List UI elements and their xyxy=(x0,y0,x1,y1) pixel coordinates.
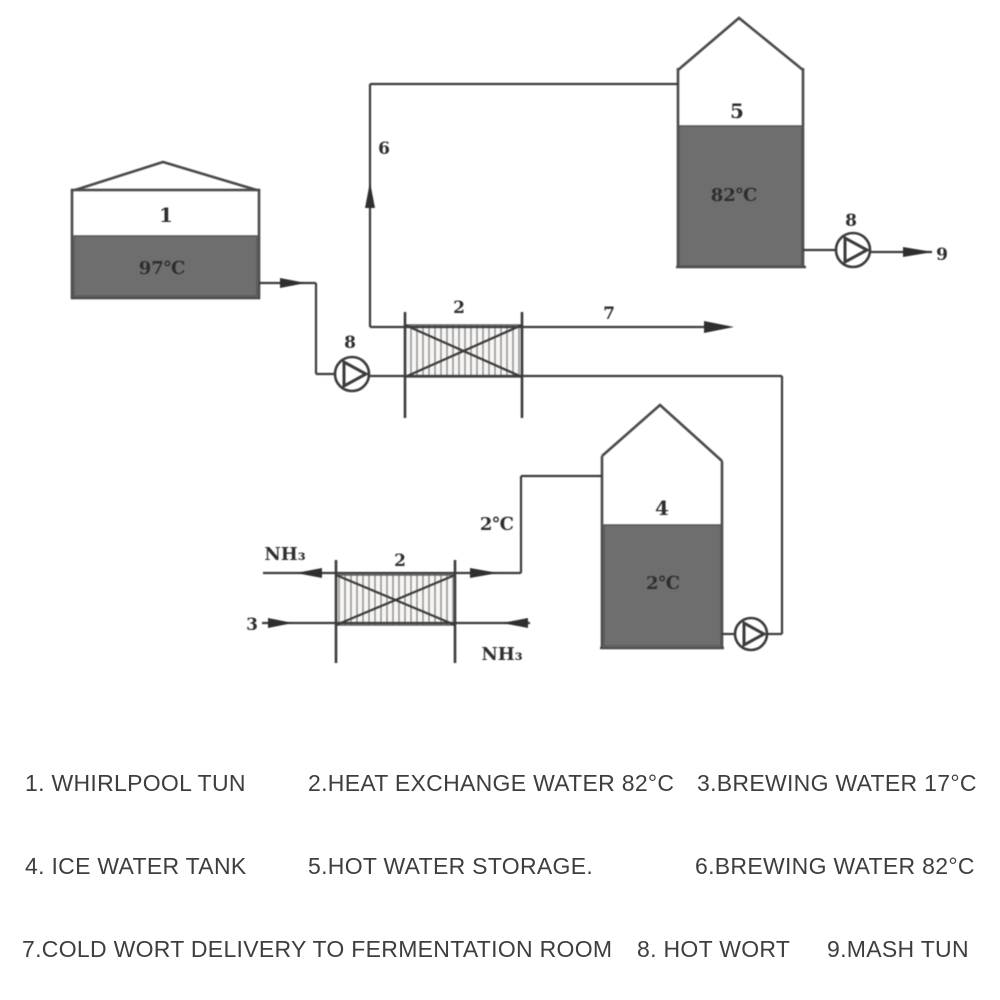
brewing-water-in-label: 3 xyxy=(246,615,258,635)
arrow-right-icon xyxy=(470,568,498,578)
tank5-temp: 82℃ xyxy=(711,185,758,206)
wort-pump: 8 xyxy=(333,333,371,393)
legend-item-3: 3.BREWING WATER 17°C xyxy=(697,770,977,796)
whirlpool-tun: 1 97℃ xyxy=(70,160,261,300)
arrow-right-icon xyxy=(268,618,293,628)
tank4-number: 4 xyxy=(655,496,669,520)
legend-item-5: 5.HOT WATER STORAGE. xyxy=(308,853,594,879)
hot-water-outlet: 8 9 xyxy=(803,211,948,269)
tank5-number: 5 xyxy=(730,99,744,123)
riser-label: 6 xyxy=(378,139,390,159)
arrow-left-icon xyxy=(296,568,322,578)
nh3-in-label: NH₃ xyxy=(481,644,522,665)
hot-water-riser: 6 xyxy=(365,82,678,327)
legend-item-8: 8. HOT WORT xyxy=(637,936,791,962)
cold-wort-line: 7 xyxy=(370,304,734,333)
ice-water-temp-label: 2℃ xyxy=(480,514,514,535)
arrow-left-icon xyxy=(502,618,528,628)
legend-item-4: 4. ICE WATER TANK xyxy=(25,853,247,879)
arrow-right-icon xyxy=(903,247,933,257)
pump-icon xyxy=(742,620,768,648)
hot-water-pump-label: 8 xyxy=(845,211,857,231)
ice-water-pump xyxy=(733,616,769,652)
mash-tun-label: 9 xyxy=(936,245,948,265)
ice-water-tank: 4 2℃ xyxy=(600,403,724,650)
arrow-up-icon xyxy=(365,182,375,208)
legend-item-9: 9.MASH TUN xyxy=(827,936,969,962)
nh3-out-label: NH₃ xyxy=(264,544,305,565)
legend-item-2: 2.HEAT EXCHANGE WATER 82°C xyxy=(308,770,675,796)
chiller-piping: NH₃ 2℃ 3 NH₃ xyxy=(246,474,602,665)
arrow-right-icon xyxy=(704,321,734,333)
legend-item-7: 7.COLD WORT DELIVERY TO FERMENTATION ROO… xyxy=(22,936,613,962)
heat-exchanger-upper: 2 xyxy=(403,298,524,418)
wort-pipe xyxy=(259,278,784,636)
tank4-temp: 2℃ xyxy=(646,573,680,594)
pump-icon xyxy=(843,235,871,265)
cold-wort-label: 7 xyxy=(603,304,615,324)
arrow-right-icon xyxy=(280,278,306,288)
hot-water-storage-tank: 5 82℃ xyxy=(676,16,806,269)
legend-item-1: 1. WHIRLPOOL TUN xyxy=(25,770,246,796)
legend-item-6: 6.BREWING WATER 82°C xyxy=(695,853,975,879)
hx-upper-label: 2 xyxy=(453,298,465,318)
tank1-temp: 97℃ xyxy=(139,258,186,279)
tank1-number: 1 xyxy=(159,203,173,227)
process-flow-drawing: 1 97℃ 5 82℃ 4 2℃ xyxy=(70,16,948,665)
wort-pump-label: 8 xyxy=(344,333,356,353)
pump-icon xyxy=(342,359,370,389)
hx-lower-label: 2 xyxy=(394,551,406,571)
heat-exchanger-lower: 2 xyxy=(334,551,457,663)
